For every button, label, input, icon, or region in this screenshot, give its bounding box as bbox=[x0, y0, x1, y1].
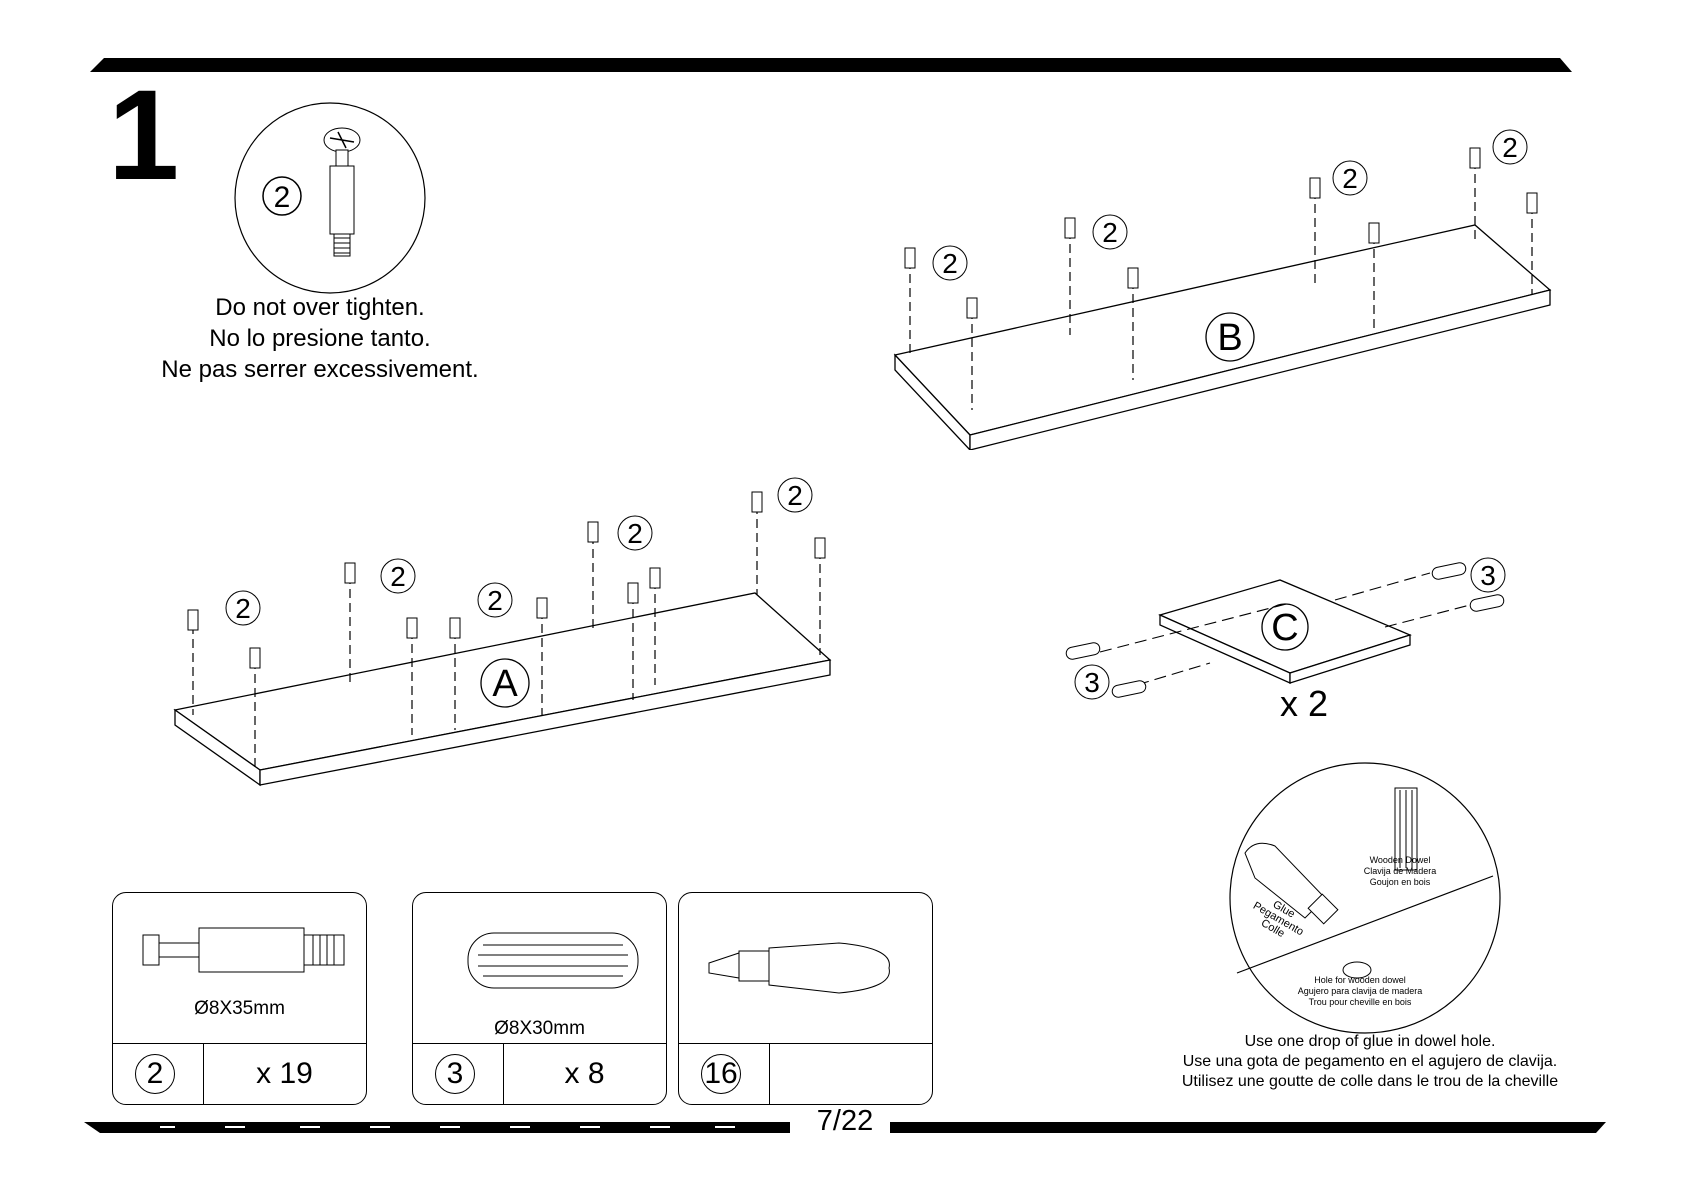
panel-a-diagram: 2 2 2 2 2 A bbox=[173, 477, 832, 787]
connector-pin-icon bbox=[708, 942, 890, 994]
panel-c-multiplier: x 2 bbox=[1280, 683, 1329, 724]
part-16-row: 16 bbox=[679, 1043, 932, 1104]
part-3-id: 3 bbox=[435, 1054, 475, 1094]
part-box-16: 16 bbox=[678, 892, 933, 1105]
svg-text:2: 2 bbox=[390, 561, 406, 592]
wooden-dowel-icon bbox=[467, 932, 639, 989]
svg-text:C: C bbox=[1271, 607, 1298, 649]
glue-detail-diagram bbox=[1229, 762, 1501, 1034]
part-3-dimension: Ø8X30mm bbox=[494, 1018, 585, 1039]
svg-text:A: A bbox=[492, 663, 518, 705]
svg-text:2: 2 bbox=[627, 518, 643, 549]
svg-text:2: 2 bbox=[942, 248, 958, 279]
svg-text:B: B bbox=[1217, 317, 1242, 359]
part-2-id: 2 bbox=[135, 1054, 175, 1094]
svg-text:2: 2 bbox=[787, 480, 803, 511]
bottom-bar-left bbox=[84, 1122, 790, 1133]
svg-text:2: 2 bbox=[1342, 163, 1358, 194]
part-2-row: 2 x 19 bbox=[113, 1043, 366, 1104]
warning-text: Do not over tighten. No lo presione tant… bbox=[140, 292, 500, 385]
part-2-dimension: Ø8X35mm bbox=[194, 998, 285, 1019]
svg-text:2: 2 bbox=[274, 181, 291, 214]
part-3-quantity: x 8 bbox=[564, 1057, 605, 1090]
part-3-row: 3 x 8 bbox=[413, 1043, 666, 1104]
svg-text:2: 2 bbox=[235, 593, 251, 624]
warning-es: No lo presione tanto. bbox=[209, 325, 431, 352]
bottom-bar-right bbox=[885, 1122, 1606, 1133]
glue-instructions: Use one drop of glue in dowel hole. Use … bbox=[1181, 1033, 1559, 1090]
top-bar bbox=[90, 58, 1572, 72]
panel-c-diagram: 3 3 C bbox=[1065, 557, 1506, 700]
part-16-quantity bbox=[769, 1044, 932, 1104]
svg-text:2: 2 bbox=[1102, 217, 1118, 248]
panel-b-diagram: 2 2 2 2 B bbox=[893, 129, 1552, 450]
svg-text:2: 2 bbox=[1502, 132, 1518, 163]
part-16-id: 16 bbox=[701, 1054, 741, 1094]
page-number: 7/22 bbox=[800, 1105, 890, 1138]
cam-bolt-icon bbox=[142, 927, 345, 973]
step-number: 1 bbox=[108, 64, 180, 207]
warning-fr: Ne pas serrer excessivement. bbox=[161, 356, 479, 383]
part-2-quantity: x 19 bbox=[256, 1057, 313, 1090]
svg-text:3: 3 bbox=[1084, 667, 1100, 698]
part-box-2: Ø8X35mm 2 x 19 bbox=[112, 892, 367, 1105]
svg-text:2: 2 bbox=[487, 585, 503, 616]
part-box-3: Ø8X30mm 3 x 8 bbox=[412, 892, 667, 1105]
warning-en: Do not over tighten. bbox=[215, 294, 425, 321]
cam-bolt-detail: 2 bbox=[234, 102, 426, 294]
svg-text:3: 3 bbox=[1480, 560, 1496, 591]
